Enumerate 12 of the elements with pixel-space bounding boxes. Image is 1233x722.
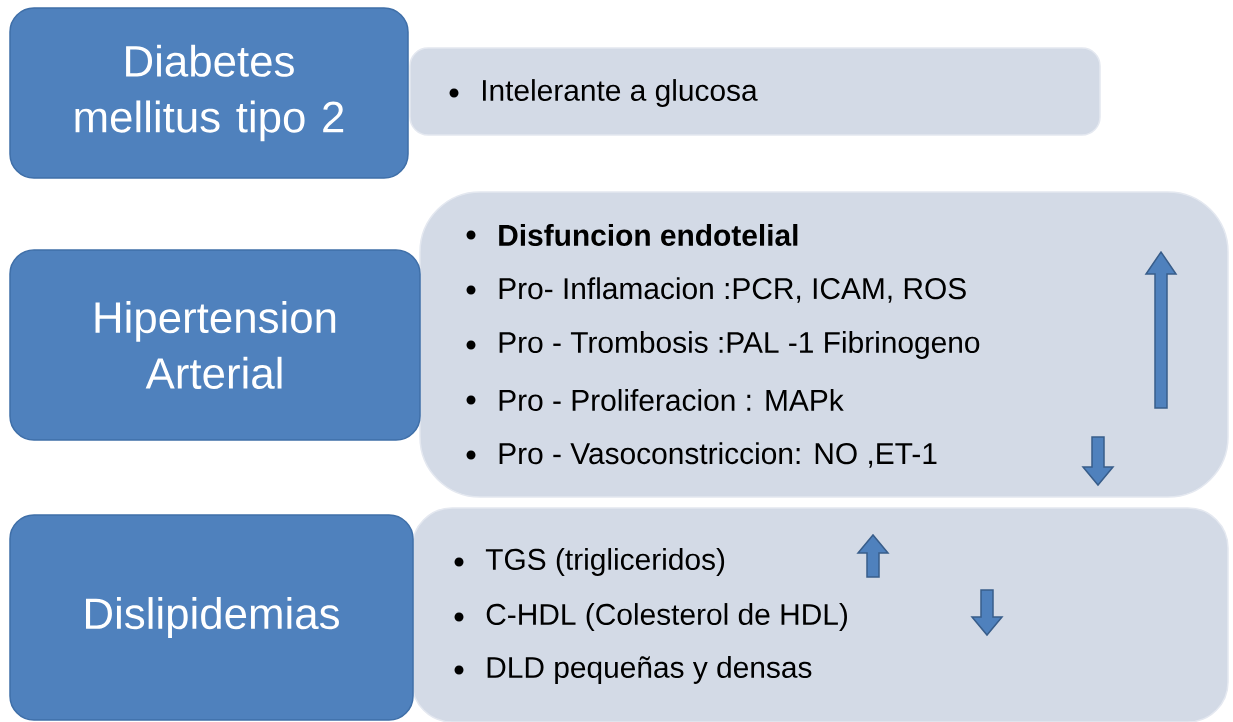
- bullet-item: DLD pequeñas y densas: [487, 656, 812, 684]
- bullet-item: Pro - Proliferacion : MAPk: [499, 389, 844, 411]
- bullet-item: Intelerante a glucosa: [482, 79, 758, 107]
- bullet-item: Disfuncion endotelial: [499, 224, 798, 246]
- bullet-item: Pro - Vasoconstriccion: NO ,ET-1: [499, 442, 937, 468]
- heading-box: Diabetes mellitus tipo 2: [9, 7, 409, 179]
- heading-box: Hipertension Arterial: [9, 249, 421, 441]
- bullet-item: C-HDL (Colesterol de HDL): [486, 603, 847, 631]
- bullet-item: Pro- Inflamacion :PCR, ICAM, ROS: [499, 277, 966, 303]
- heading-box: Dislipidemias: [9, 514, 414, 721]
- bullet-item: Pro - Trombosis :PAL -1 Fibrinogeno: [499, 331, 980, 359]
- bullet-item: TGS (trigliceridos): [485, 548, 725, 576]
